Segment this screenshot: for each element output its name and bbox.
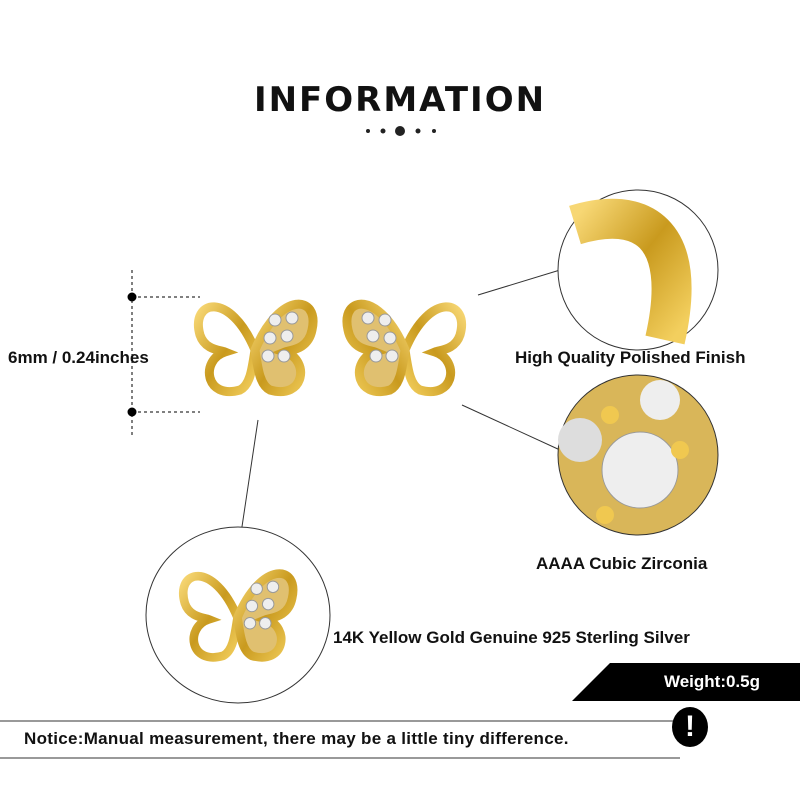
notice-frame <box>0 720 705 759</box>
earring-right <box>347 304 462 391</box>
dimension-lines <box>127 270 200 435</box>
feature-label-material: 14K Yellow Gold Genuine 925 Sterling Sil… <box>333 628 690 647</box>
exclamation-icon: ! <box>672 707 708 747</box>
dimension-label: 6mm / 0.24inches <box>8 348 149 367</box>
zirconia-closeup <box>557 374 719 536</box>
weight-label: Weight:0.5g <box>663 672 760 691</box>
notice-text: Notice:Manual measurement, there may be … <box>24 729 569 748</box>
dots-divider <box>366 126 436 136</box>
page-title: INFORMATION <box>253 80 547 120</box>
earring-left <box>198 304 313 391</box>
weight-badge: Weight:0.5g <box>572 663 800 701</box>
feature-label-polished: High Quality Polished Finish <box>515 348 746 367</box>
butterfly-earring-closeup <box>145 526 331 704</box>
feature-label-zirconia: AAAA Cubic Zirconia <box>536 554 708 573</box>
polished-gold-closeup <box>557 189 719 351</box>
